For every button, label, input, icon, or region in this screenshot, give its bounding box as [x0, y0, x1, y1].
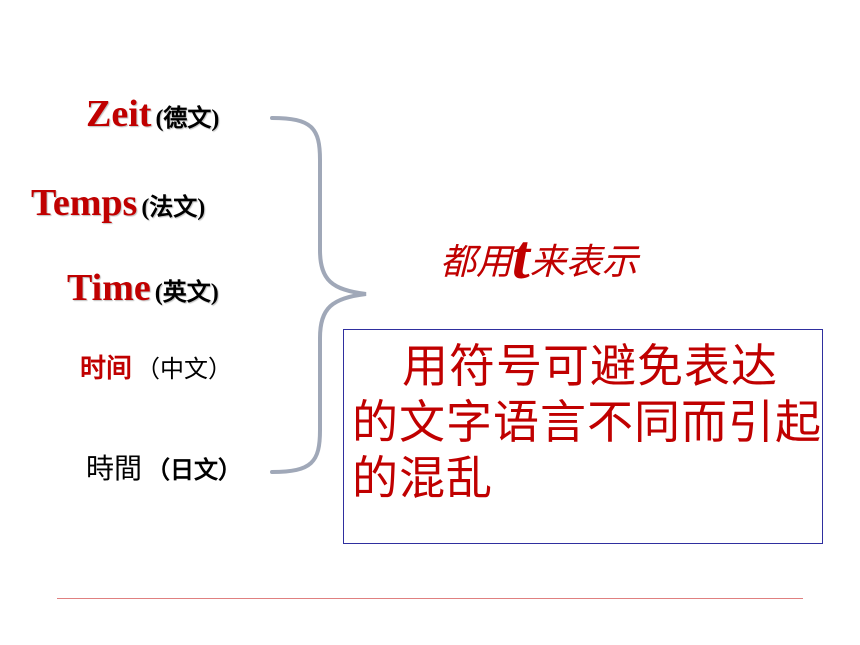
footer-divider: [57, 598, 803, 599]
curly-brace-path: [270, 116, 367, 474]
caption-prefix: 都用: [440, 242, 513, 283]
word-japanese-lang: （日文）: [146, 456, 243, 484]
caption-symbol: t: [512, 221, 530, 292]
caption-suffix: 来表示: [529, 242, 638, 283]
word-time-lang: (英文): [154, 280, 219, 306]
word-zeit-lang: (德文): [155, 106, 220, 132]
note-box: 用符号可避免表达的文字语言不同而引起的混乱: [343, 329, 823, 544]
word-chinese-text: 时间: [80, 354, 133, 384]
curly-brace: [270, 116, 367, 474]
word-zeit-text: Zeit: [86, 93, 152, 135]
word-japanese: 時間 （日文）: [86, 447, 242, 487]
word-temps: Temps (法文): [31, 181, 205, 225]
word-temps-lang: (法文): [141, 195, 206, 221]
word-japanese-text: 時間: [86, 452, 143, 485]
word-temps-text: Temps: [31, 182, 138, 224]
word-chinese: 时间 （中文）: [80, 348, 232, 385]
caption: 都用t来表示: [440, 220, 638, 294]
word-chinese-lang: （中文）: [136, 355, 233, 383]
word-time-text: Time: [67, 267, 151, 309]
word-zeit: Zeit (德文): [86, 92, 219, 136]
word-time: Time (英文): [67, 266, 219, 310]
note-text: 用符号可避免表达的文字语言不同而引起的混乱: [352, 339, 822, 505]
